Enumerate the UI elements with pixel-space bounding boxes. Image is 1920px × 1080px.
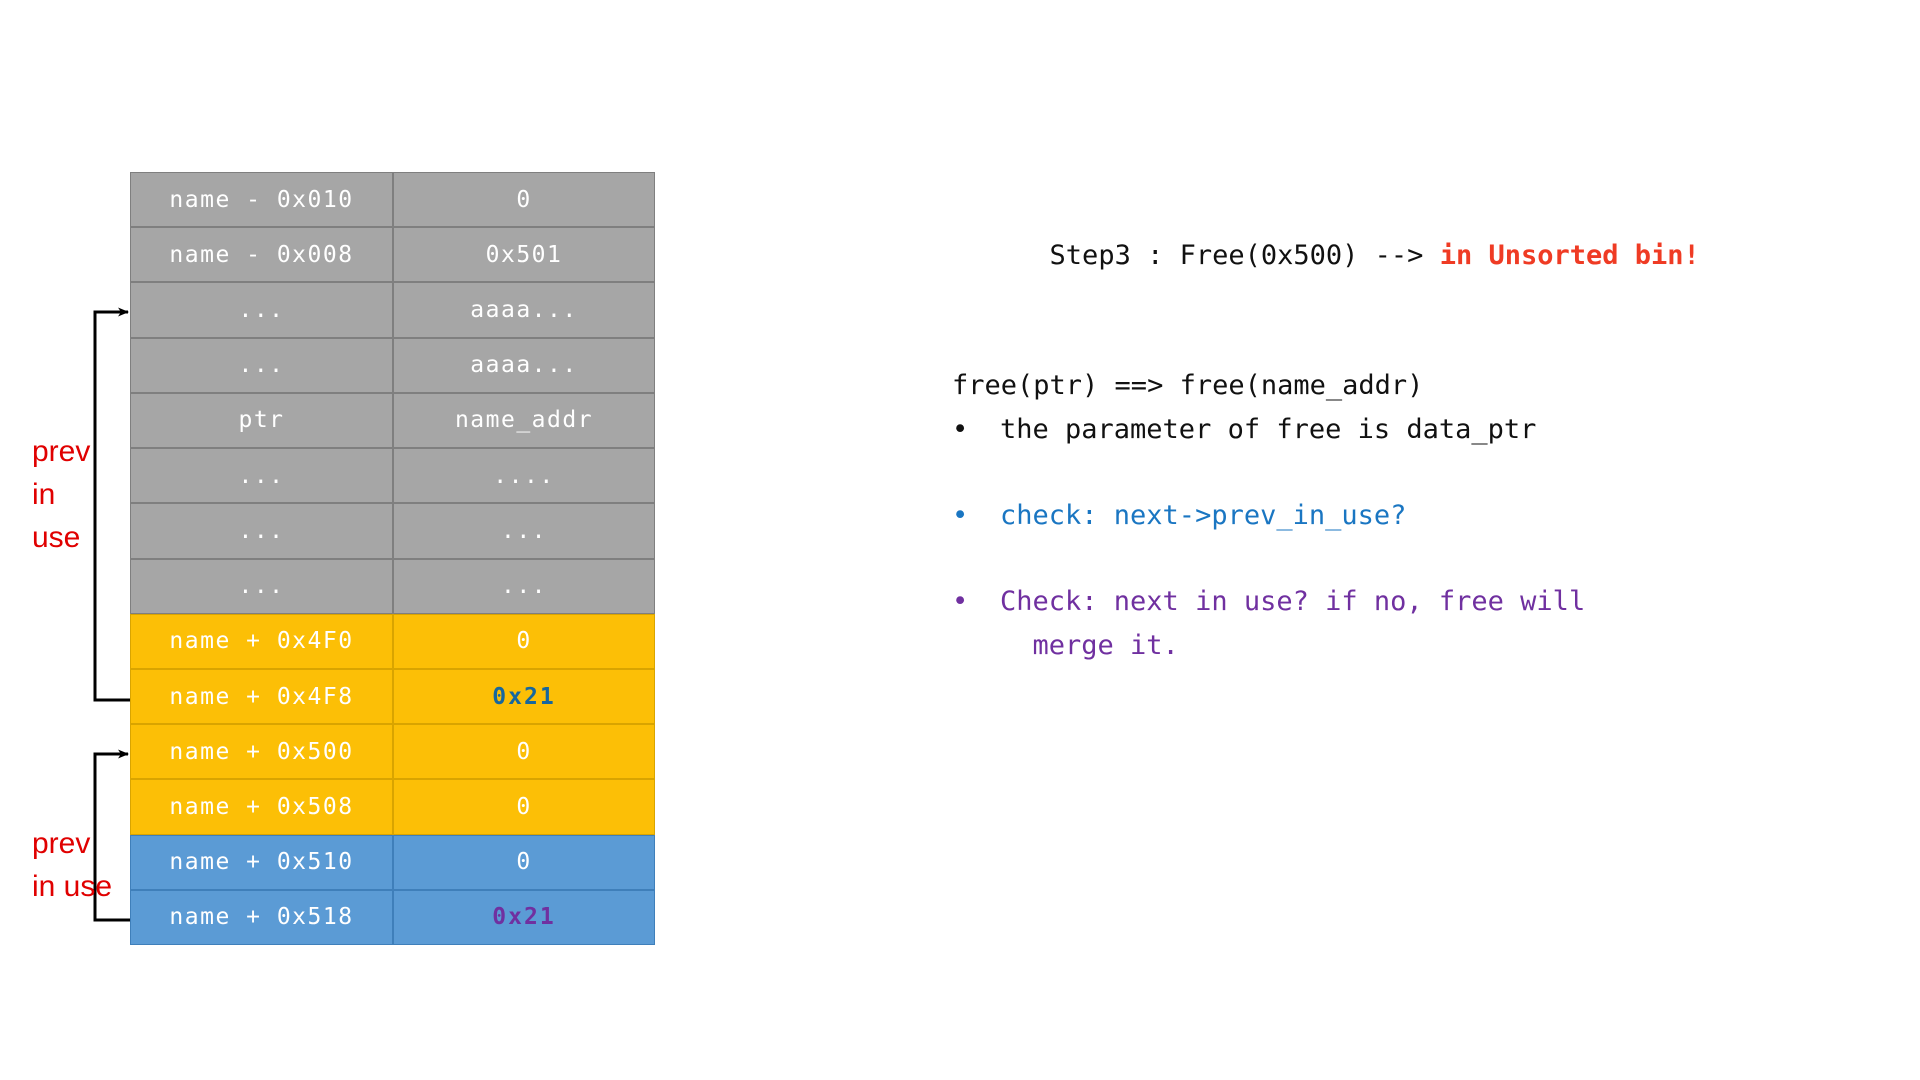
prev-in-use-arrow-top: [93, 307, 130, 702]
memory-row: ...aaaa...: [130, 282, 655, 338]
note-bullet-text: check: next->prev_in_use?: [1000, 500, 1407, 531]
memory-address-cell: name + 0x510: [130, 834, 393, 890]
memory-address-cell: ...: [130, 337, 393, 393]
notes-spacer: [952, 538, 1872, 580]
memory-address-cell: name + 0x508: [130, 779, 393, 835]
memory-row: ...aaaa...: [130, 337, 655, 393]
bullet-dot-icon: •: [952, 500, 969, 531]
memory-value-cell: 0x21: [393, 668, 655, 725]
memory-value-cell: ...: [393, 558, 655, 614]
memory-row: ......: [130, 503, 655, 559]
memory-row: ......: [130, 558, 655, 614]
step-title-line: Step3 : Free(0x500) --> in Unsorted bin!: [952, 190, 1872, 322]
note-bullet-text: the parameter of free is data_ptr: [1000, 414, 1537, 445]
memory-value-cell: 0x501: [393, 227, 655, 283]
memory-row: .......: [130, 448, 655, 504]
notes-panel: Step3 : Free(0x500) --> in Unsorted bin!…: [952, 190, 1872, 668]
memory-value-cell: ....: [393, 448, 655, 504]
memory-value-cell: 0x21: [393, 889, 655, 946]
note-bullet-item: • check: next->prev_in_use?: [952, 494, 1872, 538]
memory-value-cell: aaaa...: [393, 282, 655, 338]
memory-address-cell: name - 0x008: [130, 227, 393, 283]
bullet-dot-icon: •: [952, 414, 969, 445]
prev-in-use-label-bottom: prev in use: [32, 827, 113, 903]
note-bullet-text: Check: next in use? if no, free will mer…: [1000, 586, 1586, 661]
memory-address-cell: name - 0x010: [130, 172, 393, 228]
memory-value-cell: 0: [393, 172, 655, 228]
notes-spacer-1: [952, 322, 1872, 364]
memory-address-cell: name + 0x518: [130, 889, 393, 946]
notes-spacer: [952, 452, 1872, 494]
note-bullet-item: • Check: next in use? if no, free will me…: [952, 580, 1872, 668]
memory-value-cell: 0: [393, 834, 655, 890]
memory-address-cell: name + 0x4F8: [130, 668, 393, 725]
step-title-highlight: in Unsorted bin!: [1439, 240, 1700, 271]
memory-value-cell: aaaa...: [393, 337, 655, 393]
memory-value-cell: 0: [393, 779, 655, 835]
memory-value-cell: 0: [393, 724, 655, 780]
notes-bullet-list: • the parameter of free is data_ptr • check…: [952, 408, 1872, 668]
note-bullet-item: • the parameter of free is data_ptr: [952, 408, 1872, 452]
memory-address-cell: ...: [130, 448, 393, 504]
memory-address-cell: ...: [130, 558, 393, 614]
memory-address-cell: name + 0x4F0: [130, 613, 393, 669]
memory-value-cell: name_addr: [393, 392, 655, 449]
memory-address-cell: ptr: [130, 392, 393, 449]
free-mapping-line: free(ptr) ==> free(name_addr): [952, 370, 1424, 401]
prev-in-use-label-top: prev in use: [32, 435, 91, 554]
step-title-prefix: Step3 : Free(0x500) -->: [1049, 240, 1440, 271]
memory-value-cell: 0: [393, 613, 655, 669]
memory-address-cell: name + 0x500: [130, 724, 393, 780]
bullet-dot-icon: •: [952, 586, 969, 617]
memory-value-cell: ...: [393, 503, 655, 559]
memory-address-cell: ...: [130, 503, 393, 559]
memory-address-cell: ...: [130, 282, 393, 338]
